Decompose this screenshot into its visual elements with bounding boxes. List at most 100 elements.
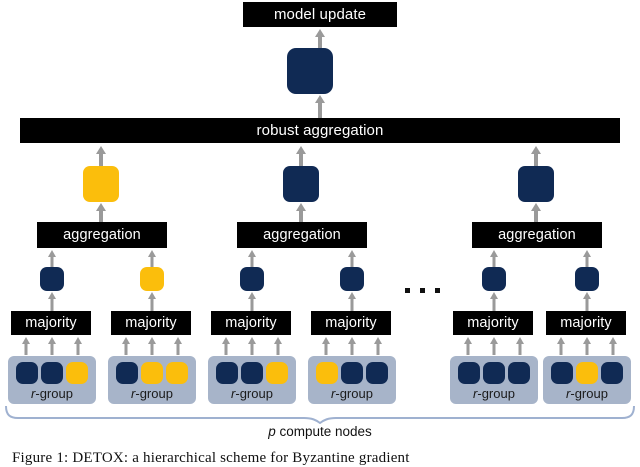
arrow-state-to-model-update bbox=[314, 29, 326, 49]
r-group-label-6: r-group bbox=[543, 386, 631, 401]
arrow-worker-3-3 bbox=[273, 337, 283, 355]
worker-square-6-1 bbox=[551, 362, 573, 384]
r-group-2: r-group bbox=[108, 356, 196, 404]
arrow-majoritybox5-to-square bbox=[489, 292, 499, 312]
arrow-majority3-to-aggregation bbox=[247, 250, 257, 270]
ellipsis-dot bbox=[405, 288, 410, 293]
r-group-6: r-group bbox=[543, 356, 631, 404]
r-italic-5: r bbox=[473, 386, 478, 401]
arrow-worker-3-2 bbox=[247, 337, 257, 355]
worker-square-4-2 bbox=[341, 362, 363, 384]
majority-output-square-3 bbox=[240, 267, 264, 291]
r-group-suffix-5: -group bbox=[477, 386, 515, 401]
majority-output-square-4 bbox=[340, 267, 364, 291]
majority-box-3: majority bbox=[211, 311, 291, 335]
arrow-majoritybox6-to-square bbox=[582, 292, 592, 312]
arrow-worker-6-1 bbox=[556, 337, 566, 355]
arrow-aggregation3-to-output bbox=[530, 203, 542, 223]
figure-caption: Figure 1: DETOX: a hierarchical scheme f… bbox=[12, 450, 410, 466]
p-symbol: p bbox=[268, 424, 276, 439]
worker-square-2-2 bbox=[141, 362, 163, 384]
worker-square-3-1 bbox=[216, 362, 238, 384]
worker-square-5-1 bbox=[458, 362, 480, 384]
r-group-5: r-group bbox=[450, 356, 538, 404]
group-output-square-3 bbox=[518, 166, 554, 202]
majority-box-1: majority bbox=[11, 311, 91, 335]
r-italic-6: r bbox=[566, 386, 571, 401]
arrow-worker-4-3 bbox=[373, 337, 383, 355]
arrow-worker-5-3 bbox=[515, 337, 525, 355]
r-group-suffix-2: -group bbox=[135, 386, 173, 401]
arrow-worker-6-3 bbox=[608, 337, 618, 355]
aggregation-box-1: aggregation bbox=[37, 222, 167, 248]
model-update-box: model update bbox=[243, 2, 397, 27]
majority-output-square-1 bbox=[40, 267, 64, 291]
arrow-robust-to-state bbox=[314, 95, 326, 119]
majority-box-5: majority bbox=[453, 311, 533, 335]
worker-square-1-1 bbox=[16, 362, 38, 384]
majority-box-6: majority bbox=[546, 311, 626, 335]
r-italic-1: r bbox=[31, 386, 36, 401]
arrow-worker-2-2 bbox=[147, 337, 157, 355]
worker-square-4-1 bbox=[316, 362, 338, 384]
majority-box-2: majority bbox=[111, 311, 191, 335]
r-group-label-1: r-group bbox=[8, 386, 96, 401]
arrow-worker-1-1 bbox=[21, 337, 31, 355]
worker-square-3-3 bbox=[266, 362, 288, 384]
compute-nodes-label: p compute nodes bbox=[0, 424, 640, 439]
r-group-label-3: r-group bbox=[208, 386, 296, 401]
arrow-worker-2-3 bbox=[173, 337, 183, 355]
worker-square-6-2 bbox=[576, 362, 598, 384]
arrow-worker-4-2 bbox=[347, 337, 357, 355]
arrow-worker-4-1 bbox=[321, 337, 331, 355]
r-group-suffix-3: -group bbox=[235, 386, 273, 401]
arrow-majority5-to-aggregation bbox=[489, 250, 499, 270]
ellipsis-icon bbox=[405, 288, 440, 293]
ellipsis-dot bbox=[435, 288, 440, 293]
arrow-group2-to-robust bbox=[295, 146, 307, 167]
global-state-square bbox=[287, 48, 333, 94]
arrow-majority6-to-aggregation bbox=[582, 250, 592, 270]
worker-square-4-3 bbox=[366, 362, 388, 384]
arrow-majority2-to-aggregation bbox=[147, 250, 157, 270]
worker-square-2-1 bbox=[116, 362, 138, 384]
compute-nodes-brace bbox=[4, 404, 636, 425]
arrow-worker-5-2 bbox=[489, 337, 499, 355]
worker-square-1-2 bbox=[41, 362, 63, 384]
aggregation-box-2: aggregation bbox=[237, 222, 367, 248]
worker-square-6-3 bbox=[601, 362, 623, 384]
r-group-suffix-1: -group bbox=[35, 386, 73, 401]
arrow-majoritybox4-to-square bbox=[347, 292, 357, 312]
r-group-suffix-4: -group bbox=[335, 386, 373, 401]
arrow-worker-1-3 bbox=[73, 337, 83, 355]
arrow-group3-to-robust bbox=[530, 146, 542, 167]
robust-aggregation-bar: robust aggregation bbox=[20, 118, 620, 143]
majority-box-4: majority bbox=[311, 311, 391, 335]
r-italic-2: r bbox=[131, 386, 136, 401]
worker-square-5-2 bbox=[483, 362, 505, 384]
majority-output-square-6 bbox=[575, 267, 599, 291]
r-group-label-2: r-group bbox=[108, 386, 196, 401]
r-group-1: r-group bbox=[8, 356, 96, 404]
worker-square-5-3 bbox=[508, 362, 530, 384]
worker-square-2-3 bbox=[166, 362, 188, 384]
arrow-worker-2-1 bbox=[121, 337, 131, 355]
compute-nodes-text: compute nodes bbox=[275, 424, 372, 439]
r-group-label-5: r-group bbox=[450, 386, 538, 401]
r-italic-3: r bbox=[231, 386, 236, 401]
arrow-worker-5-1 bbox=[463, 337, 473, 355]
arrow-majority4-to-aggregation bbox=[347, 250, 357, 270]
worker-square-1-3 bbox=[66, 362, 88, 384]
arrow-majority1-to-aggregation bbox=[47, 250, 57, 270]
aggregation-box-3: aggregation bbox=[472, 222, 602, 248]
arrow-majoritybox3-to-square bbox=[247, 292, 257, 312]
ellipsis-dot bbox=[420, 288, 425, 293]
r-italic-4: r bbox=[331, 386, 336, 401]
majority-output-square-2 bbox=[140, 267, 164, 291]
r-group-label-4: r-group bbox=[308, 386, 396, 401]
r-group-4: r-group bbox=[308, 356, 396, 404]
arrow-majoritybox2-to-square bbox=[147, 292, 157, 312]
arrow-aggregation2-to-output bbox=[295, 203, 307, 223]
group-output-square-1 bbox=[83, 166, 119, 202]
